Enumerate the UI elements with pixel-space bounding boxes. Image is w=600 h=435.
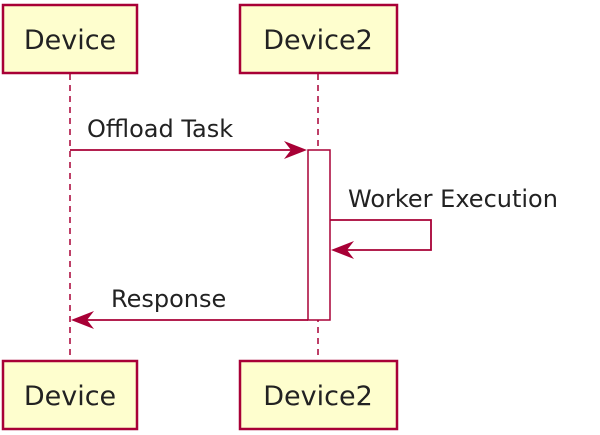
arrowhead-left-icon	[71, 311, 94, 329]
participant-label: Device	[24, 381, 116, 412]
message-label: Response	[111, 285, 226, 313]
message-label: Offload Task	[87, 115, 233, 143]
participant-label: Device2	[263, 25, 373, 56]
participant-device-top: Device	[1, 3, 139, 75]
participant-device-bottom: Device	[1, 359, 139, 431]
participant-device2-top: Device2	[238, 3, 399, 75]
message-worker-execution: Worker Execution	[330, 185, 558, 259]
participant-device2-bottom: Device2	[238, 359, 399, 431]
activation-bar-device2	[307, 149, 331, 321]
participant-label: Device	[24, 25, 116, 56]
arrowhead-left-icon	[331, 241, 354, 259]
participant-label: Device2	[263, 381, 373, 412]
message-label: Worker Execution	[348, 185, 558, 213]
message-offload-task: Offload Task	[70, 115, 307, 159]
message-response: Response	[71, 285, 308, 329]
arrowhead-right-icon	[284, 141, 307, 159]
